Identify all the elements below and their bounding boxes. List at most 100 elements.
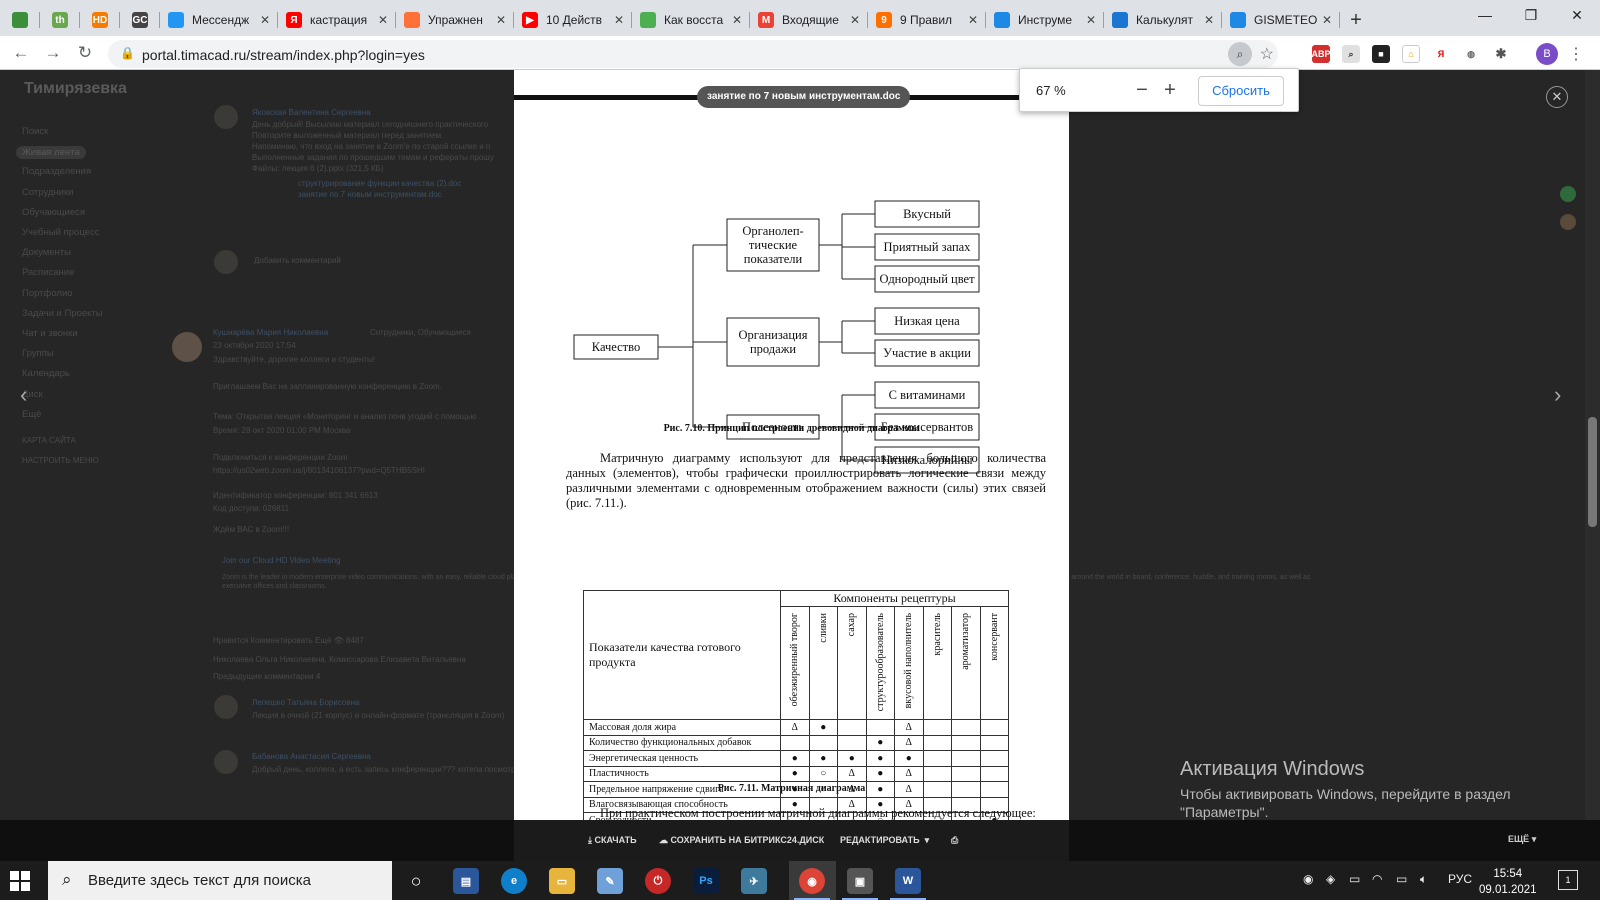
close-tab-icon[interactable]: ✕ — [1085, 13, 1096, 27]
browser-tab[interactable]: GISMETEO✕ — [1222, 4, 1340, 36]
maximize-button[interactable]: ❐ — [1524, 6, 1538, 23]
portal-nav-item[interactable]: Документы — [22, 247, 71, 259]
comment-author[interactable]: Яковская Валентина Сергеевна — [252, 108, 371, 117]
photoshop-icon[interactable]: Ps — [693, 868, 719, 894]
portal-nav-item[interactable]: Группы — [22, 348, 54, 360]
close-tab-icon[interactable]: ✕ — [613, 13, 624, 27]
notifications-icon[interactable]: 1 — [1558, 870, 1578, 890]
close-tab-icon[interactable]: ✕ — [1321, 13, 1332, 27]
adblock-icon[interactable]: ABP — [1312, 45, 1331, 63]
portal-nav-item[interactable]: Чат и звонки — [22, 328, 78, 339]
portal-nav-item[interactable]: Подразделения — [22, 166, 92, 178]
close-tab-icon[interactable]: ✕ — [1203, 13, 1214, 27]
close-tab-icon[interactable]: ✕ — [849, 13, 860, 27]
wifi-icon[interactable]: ◠ — [1372, 872, 1383, 886]
power-app-icon[interactable]: ⏻ — [645, 868, 671, 894]
link-preview-title[interactable]: Join our Cloud HD Video Meeting — [222, 556, 341, 565]
print-icon[interactable]: ⎙ — [951, 835, 959, 845]
zoom-in-button[interactable]: + — [1164, 79, 1176, 101]
browser-tab[interactable]: GC — [120, 4, 160, 36]
forward-icon[interactable]: → — [44, 43, 62, 62]
tray-app-icon[interactable]: ◈ — [1326, 872, 1336, 886]
portal-nav-item[interactable]: Портфолио — [22, 287, 73, 299]
browser-tab[interactable]: Упражнен✕ — [396, 4, 514, 36]
next-arrow-icon[interactable]: › — [1554, 382, 1562, 407]
close-window-button[interactable]: ✕ — [1571, 6, 1583, 23]
right-panel-avatar[interactable] — [1560, 186, 1576, 202]
portal-nav-item[interactable]: Расписание — [22, 267, 75, 279]
prev-arrow-icon[interactable]: ‹ — [20, 382, 28, 407]
portal-nav-item[interactable]: Поиск — [22, 126, 49, 137]
more-button[interactable]: ЕЩЁ ▾ — [1508, 834, 1537, 844]
download-button[interactable]: ⤓ СКАЧАТЬ — [588, 835, 637, 845]
browser-tab[interactable]: Мессендж✕ — [160, 4, 278, 36]
profile-avatar[interactable]: B — [1536, 43, 1558, 65]
battery-icon[interactable]: ▭ — [1396, 872, 1408, 886]
extensions-puzzle-icon[interactable]: ✱ — [1492, 45, 1510, 63]
zoom-out-button[interactable]: − — [1136, 79, 1148, 101]
back-icon[interactable]: ← — [12, 43, 30, 62]
portal-nav-item[interactable]: Календарь — [22, 368, 70, 380]
browser-tab[interactable] — [0, 4, 40, 36]
store-icon[interactable]: ▤ — [453, 868, 479, 894]
scrollbar-thumb[interactable] — [1588, 417, 1597, 527]
extension-home-icon[interactable]: ⌂ — [1402, 45, 1420, 63]
portal-nav-link[interactable]: НАСТРОИТЬ МЕНЮ — [22, 456, 99, 465]
word-icon[interactable]: W — [895, 868, 921, 894]
add-comment-field[interactable]: Добавить комментарий — [254, 256, 341, 265]
new-tab-button[interactable]: + — [1350, 8, 1362, 31]
attached-file-link[interactable]: структурирование функции качества (2).do… — [298, 179, 462, 188]
browser-tab[interactable]: Как восста✕ — [632, 4, 750, 36]
paint-icon[interactable]: ✎ — [597, 868, 623, 894]
address-bar[interactable]: 🔒 portal.timacad.ru/stream/index.php?log… — [108, 40, 1278, 68]
zoom-icon[interactable]: ⌕ — [1228, 42, 1252, 66]
chrome-icon[interactable]: ◉ — [799, 868, 825, 894]
minimize-button[interactable]: — — [1478, 7, 1492, 23]
portal-nav-item[interactable]: Диск — [22, 388, 43, 400]
browser-menu-icon[interactable]: ⋮ — [1568, 46, 1584, 63]
portal-nav-item[interactable]: Задачи и Проекты — [22, 307, 103, 319]
volume-icon[interactable]: 🔈︎ — [1420, 872, 1428, 886]
portal-nav-item[interactable]: Обучающиеся — [22, 206, 86, 218]
save-to-disk-button[interactable]: ☁ СОХРАНИТЬ НА БИТРИКС24.ДИСК — [659, 835, 825, 845]
tray-window-icon[interactable]: ▭ — [1349, 872, 1361, 886]
browser-tab[interactable]: Инструме✕ — [986, 4, 1104, 36]
file-explorer-icon[interactable]: ▭ — [549, 868, 575, 894]
extension-dark-icon[interactable]: ■ — [1372, 45, 1390, 63]
attached-file-link[interactable]: занятие по 7 новым инструментам.doc — [298, 190, 442, 199]
url-text[interactable]: portal.timacad.ru/stream/index.php?login… — [142, 47, 425, 63]
language-indicator[interactable]: РУС — [1448, 872, 1473, 886]
edge-icon[interactable]: e — [501, 868, 527, 894]
chrome-tray-icon[interactable]: ◉ — [1303, 872, 1314, 886]
portal-nav-item[interactable]: Сотрудники — [22, 186, 74, 198]
browser-tab[interactable]: th — [40, 4, 80, 36]
portal-nav-item[interactable]: Учебный процесс — [22, 227, 100, 238]
post-author[interactable]: Кушнарёва Мария Николаевна — [213, 328, 329, 337]
task-view-icon[interactable]: ○ — [410, 870, 422, 891]
vpn-globe-icon[interactable]: ◍ — [1462, 45, 1480, 63]
yandex-ext-icon[interactable]: Я — [1432, 45, 1450, 63]
windows-start-icon[interactable] — [10, 871, 30, 891]
right-panel-avatar[interactable] — [1560, 214, 1576, 230]
bookmark-star-icon[interactable]: ☆ — [1259, 46, 1274, 63]
reload-icon[interactable]: ↻ — [77, 43, 93, 62]
close-tab-icon[interactable]: ✕ — [377, 13, 388, 27]
close-viewer-icon[interactable]: ✕ — [1546, 86, 1568, 108]
taskbar-clock[interactable]: 15:54 09.01.2021 — [1479, 866, 1537, 898]
portal-nav-item[interactable]: Живая лента — [16, 146, 86, 160]
portal-nav-item[interactable]: Ещё — [22, 408, 42, 420]
browser-tab[interactable]: HD — [80, 4, 120, 36]
media-app-icon[interactable]: ▣ — [847, 868, 873, 894]
portal-nav-link[interactable]: КАРТА САЙТА — [22, 436, 76, 445]
taskbar-search[interactable]: ⌕ Введите здесь текст для поиска — [48, 861, 392, 900]
bird-app-icon[interactable]: ✈ — [741, 868, 767, 894]
edit-button[interactable]: РЕДАКТИРОВАТЬ ▾ — [840, 835, 930, 845]
zoom-reset-button[interactable]: Сбросить — [1198, 76, 1284, 106]
page-scrollbar[interactable] — [1585, 70, 1600, 820]
close-tab-icon[interactable]: ✕ — [495, 13, 506, 27]
close-tab-icon[interactable]: ✕ — [259, 13, 270, 27]
close-tab-icon[interactable]: ✕ — [731, 13, 742, 27]
